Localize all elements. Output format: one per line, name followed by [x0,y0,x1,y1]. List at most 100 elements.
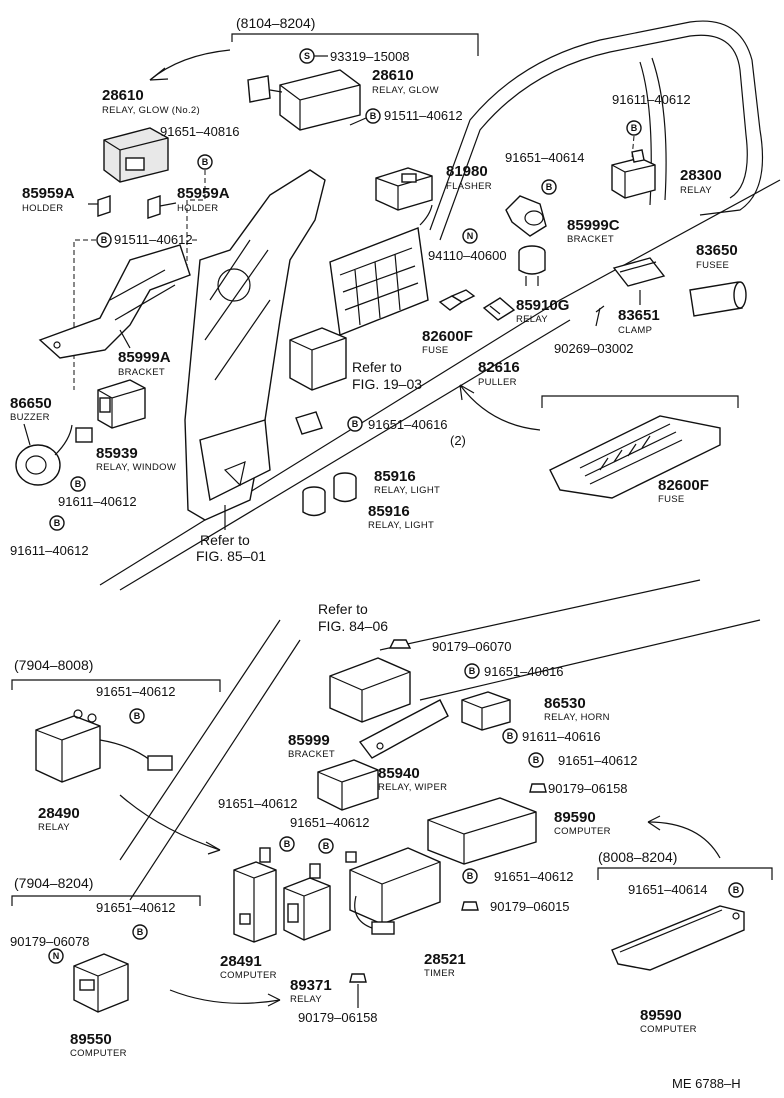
group-bracket-8008: (8008–8204) [597,849,773,880]
arrow-8008 [647,821,721,859]
refer-to-fig85: FIG. 85–01 [196,548,266,564]
part-number-91651-616a: 91651–40616 [368,417,448,432]
b-symbol-91651-612e [462,868,478,884]
part-number-28491: 28491 [220,953,262,970]
relay-light-part-2 [302,486,326,517]
part-number-90179-158b: 90179–06158 [298,1010,378,1025]
group-label-8008: (8008–8204) [598,849,677,865]
part-number-90179-070: 90179–06070 [432,639,512,654]
part-number-91651-616b: 91651–40616 [484,664,564,679]
computer-89590b-part [611,905,745,971]
part-number-83651: 83651 [618,307,660,324]
nut-90179-158a [529,783,547,793]
b-symbol-91651-614a [541,179,557,195]
b-symbol-91611-616 [502,728,518,744]
computer-89590a-part [427,797,537,865]
part-number-90179-015: 90179–06015 [490,899,570,914]
computer-89550-part [73,953,129,1013]
part-name-82616: PULLER [478,377,517,388]
part-number-91611-top: 91611–40612 [612,92,691,107]
screw-90269-part [595,305,605,327]
part-name-85916a: RELAY, LIGHT [374,485,440,496]
part-name-85999a: BRACKET [118,367,165,378]
part-number-83650: 83650 [696,242,738,259]
nut-90179-158b [349,973,367,983]
part-number-85916a: 85916 [374,468,416,485]
refer-to-line1-19: Refer to [352,359,402,375]
relay-light-part-1 [333,472,357,503]
figure-code: ME 6788–H [672,1076,741,1091]
buzzer-part [15,424,93,486]
part-number-89590b: 89590 [640,1007,682,1024]
part-name-28610b: RELAY, GLOW (No.2) [102,105,200,116]
instrument-panel-bracket [184,169,326,521]
part-name-89590b: COMPUTER [640,1024,697,1035]
part-number-91651-816: 91651–40816 [160,124,240,139]
part-number-89550: 89550 [70,1031,112,1048]
fuse-block-part [549,415,721,499]
part-name-28521: TIMER [424,968,455,979]
n-symbol-90179-078 [48,948,64,964]
svg-text:B: B [202,157,209,167]
part-number-90179-078: 90179–06078 [10,934,90,949]
b-symbol-91651-612d [318,838,334,854]
svg-text:B: B [533,755,540,765]
relay-fig19-part [289,327,347,391]
group-label-7904b: (7904–8204) [14,875,93,891]
b-symbol-91651-612b [129,708,145,724]
part-name-86650: BUZZER [10,412,50,423]
part-number-85916b: 85916 [368,503,410,520]
refer-to-fig19: FIG. 19–03 [352,376,422,392]
group-bracket-7904a: (7904–8008) [11,657,221,692]
part-number-28300: 28300 [680,167,722,184]
svg-text:B: B [507,731,514,741]
part-number-91651-612e: 91651–40612 [494,869,574,884]
part-name-86530: RELAY, HORN [544,712,610,723]
part-name-85916b: RELAY, LIGHT [368,520,434,531]
part-number-91651-612a: 91651–40612 [558,753,638,768]
nut-90179-070 [388,639,412,649]
svg-text:B: B [352,419,359,429]
relay-horn-part [461,691,511,731]
part-name-85959a2: HOLDER [177,203,218,214]
part-number-85999: 85999 [288,732,330,749]
part-name-28610a: RELAY, GLOW [372,85,439,96]
clamp-part [612,257,666,287]
part-number-91511a: 91511–40612 [384,108,463,123]
fuse-small-part [438,289,476,311]
part-number-85940: 85940 [378,765,420,782]
part-name-83650: FUSEE [696,260,729,271]
puller-part [482,297,516,321]
connector-small-part [295,411,323,435]
svg-text:S: S [304,51,310,61]
part-number-91651-612f: 91651–40612 [96,900,176,915]
part-number-85910g: 85910G [516,297,569,314]
part-number-85939: 85939 [96,445,138,462]
bracket-85999-part [358,699,449,759]
computer-fig84-part [329,657,411,723]
part-number-28610b: 28610 [102,87,144,104]
relay-89371-part [283,863,331,941]
b-symbol-91651-616b [464,663,480,679]
relay-wiper-part [317,759,379,811]
bracket-85999a-part [38,244,191,359]
part-number-28490: 28490 [38,805,80,822]
refer-to-line1-85: Refer to [200,532,250,548]
part-number-86650: 86650 [10,395,52,412]
part-number-91651-612d: 91651–40612 [290,815,370,830]
b-symbol-91611-left [49,515,65,531]
svg-text:B: B [631,123,638,133]
timer-part [345,847,441,935]
computer-28491-part [233,847,277,943]
arrow-28490 [119,794,221,851]
svg-text:B: B [284,839,291,849]
b-symbol-91511a [365,108,381,124]
group-label-7904a: (7904–8008) [14,657,93,673]
group-bracket-7904b: (7904–8204) [11,875,201,906]
n-symbol-94110 [462,228,478,244]
part-number-82616: 82616 [478,359,520,376]
nut-90179-015 [461,901,479,911]
svg-text:N: N [467,231,474,241]
part-name-85959a1: HOLDER [22,203,63,214]
part-name-89590a: COMPUTER [554,826,611,837]
